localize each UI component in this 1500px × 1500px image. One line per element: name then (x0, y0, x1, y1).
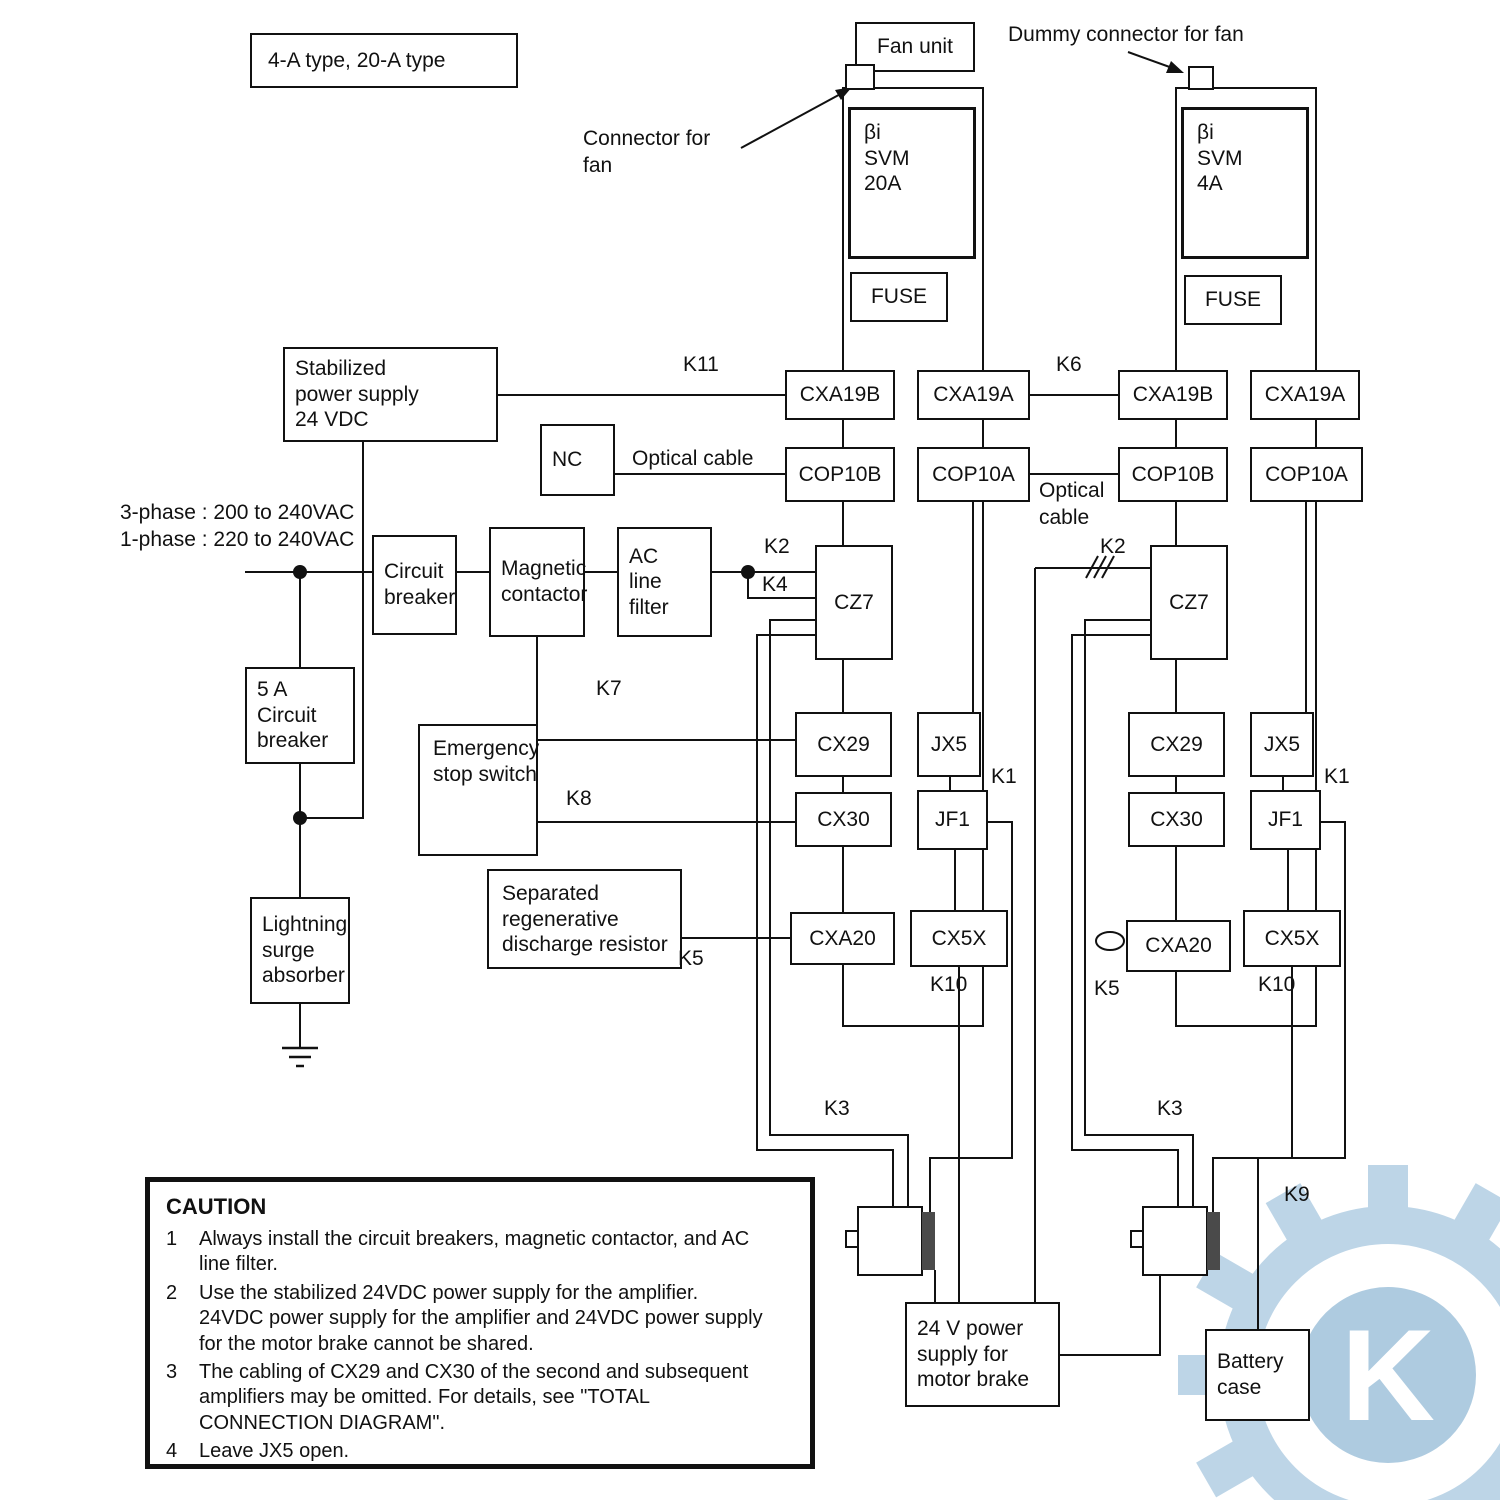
amp2-model-box: βi SVM 4A (1181, 107, 1309, 259)
cable-label-k3-amp1: K3 (824, 1097, 850, 1120)
jx5-amp2: JX5 (1250, 712, 1314, 777)
connector-for-fan-label: Connector for fan (583, 127, 711, 177)
cop10b-amp2: COP10B (1118, 447, 1228, 502)
cable-label-k9: K9 (1284, 1183, 1310, 1206)
optical-cable-label-2: Optical cable (1039, 479, 1105, 529)
brake-power-supply-box: 24 V power supply for motor brake (905, 1302, 1060, 1407)
caution-title: CAUTION (166, 1194, 267, 1219)
jf1-amp1: JF1 (917, 790, 988, 850)
caution-item-3: 3 The cabling of CX29 and CX30 of the se… (166, 1360, 749, 1434)
fan-connector-left (845, 64, 875, 90)
lightning-surge-absorber-box: Lightning surge absorber (250, 897, 350, 1004)
emergency-stop-switch-box: Emergency stop switch (418, 724, 539, 856)
servo-motor-right (1130, 1206, 1220, 1276)
cx30-amp1: CX30 (795, 792, 892, 847)
cxa19b-amp2: CXA19B (1118, 370, 1228, 420)
three-phase-label: 3-phase : 200 to 240VAC (120, 501, 355, 524)
cable-label-k11: K11 (683, 353, 719, 376)
magnetic-contactor-box: Magnetic contactor (489, 527, 587, 637)
cz7-amp1: CZ7 (815, 545, 893, 660)
cop10a-amp2: COP10A (1250, 447, 1363, 502)
jx5-amp1: JX5 (917, 712, 981, 777)
stabilized-power-supply-box: Stabilized power supply 24 VDC (283, 347, 498, 442)
cx29-amp1: CX29 (795, 712, 892, 777)
five-a-circuit-breaker-box: 5 A Circuit breaker (245, 667, 355, 764)
cx5x-amp2: CX5X (1243, 910, 1341, 967)
fuse-amp1: FUSE (850, 272, 948, 322)
optical-cable-label-1: Optical cable (632, 447, 754, 470)
servo-motor-left (845, 1206, 935, 1276)
cxa19a-amp1: CXA19A (917, 370, 1030, 420)
ground-symbol (282, 1046, 318, 1068)
one-phase-label: 1-phase : 220 to 240VAC (120, 528, 355, 551)
cop10a-amp1: COP10A (917, 447, 1030, 502)
cxa19b-amp1: CXA19B (785, 370, 895, 420)
cable-label-k3-amp2: K3 (1157, 1097, 1183, 1120)
caution-box: CAUTION 1 Always install the circuit bre… (145, 1177, 815, 1469)
cxa20-amp1: CXA20 (790, 912, 895, 965)
circuit-breaker-box: Circuit breaker (372, 535, 457, 635)
cxa20-amp2: CXA20 (1126, 920, 1231, 972)
callout-arrows (740, 51, 1184, 149)
cable-label-k8: K8 (566, 787, 592, 810)
caution-item-2: 2 Use the stabilized 24VDC power supply … (166, 1281, 763, 1355)
cable-label-k10-amp2: K10 (1258, 973, 1296, 996)
cable-label-k2-amp1: K2 (764, 535, 790, 558)
arrow-dummy-connector (1166, 61, 1184, 73)
jf1-amp2: JF1 (1250, 790, 1321, 850)
cxa19a-amp2: CXA19A (1250, 370, 1360, 420)
battery-case-box: Battery case (1205, 1329, 1310, 1421)
cable-label-k5-amp1: K5 (678, 947, 704, 970)
watermark-letter: K (1341, 1302, 1435, 1448)
separated-regenerative-resistor-box: Separated regenerative discharge resisto… (487, 869, 682, 969)
arrow-fan-connector (835, 87, 852, 100)
wires (245, 394, 1346, 1356)
cable-label-k6: K6 (1056, 353, 1082, 376)
cable-label-k10-amp1: K10 (930, 973, 968, 996)
caution-item-4: 4 Leave JX5 open. (166, 1440, 350, 1463)
cop10b-amp1: COP10B (785, 447, 895, 502)
fan-unit-box: Fan unit (855, 22, 975, 72)
cable-label-k1-amp2: K1 (1324, 765, 1350, 788)
cable-label-k5-amp2: K5 (1094, 977, 1120, 1000)
cx5x-amp1: CX5X (910, 910, 1008, 967)
cable-label-k2-amp2: K2 (1100, 535, 1126, 558)
caution-item-1: 1 Always install the circuit breakers, m… (166, 1228, 750, 1276)
cx30-amp2: CX30 (1128, 792, 1225, 847)
dummy-fan-connector-right (1188, 66, 1214, 90)
cable-label-k4: K4 (762, 573, 788, 596)
dummy-connector-label: Dummy connector for fan (1008, 23, 1244, 46)
cz7-amp2: CZ7 (1150, 545, 1228, 660)
type-label-box: 4-A type, 20-A type (250, 33, 518, 88)
cx29-amp2: CX29 (1128, 712, 1225, 777)
junction-dots (293, 565, 755, 825)
cable-label-k1-amp1: K1 (991, 765, 1017, 788)
nc-box: NC (540, 424, 615, 496)
ac-line-filter-box: AC line filter (617, 527, 712, 637)
amp1-model-box: βi SVM 20A (848, 107, 976, 259)
fuse-amp2: FUSE (1184, 275, 1282, 325)
cable-label-k7: K7 (596, 677, 622, 700)
